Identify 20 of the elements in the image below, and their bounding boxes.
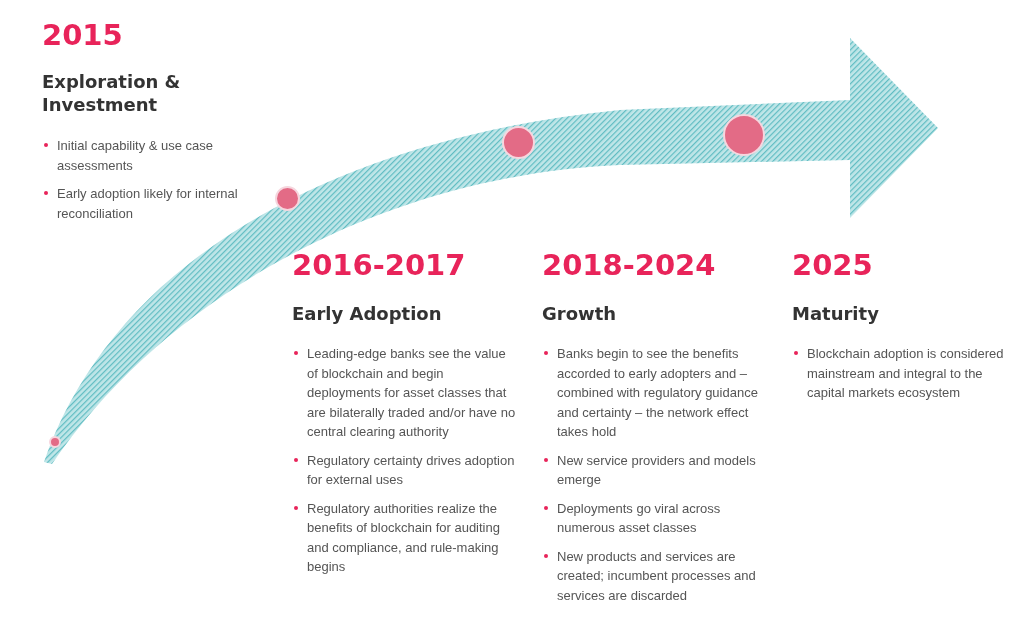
- phase-title: Exploration & Investment: [42, 70, 182, 116]
- bullet-text: Regulatory certainty drives adoption for external uses: [307, 451, 516, 489]
- phase-title: Growth: [542, 302, 617, 325]
- year-heading: 2016-2017: [292, 248, 466, 282]
- year-heading: 2018-2024: [542, 248, 716, 282]
- bullet-text: New products and services are created; incumbent processes and services are discarded: [557, 547, 757, 605]
- year-heading: 2025: [792, 248, 873, 282]
- bullet-text: Blockchain adoption is considered mainstream and integral to the capital markets ecosystem: [807, 345, 1005, 402]
- bullet-text: Deployments go viral across numerous asset classes: [557, 499, 722, 537]
- phase-title: Maturity: [792, 302, 879, 325]
- bullet-text: Early adoption likely for internal reconciliation: [57, 185, 239, 223]
- bullet-text: Regulatory authorities realize the benefits of blockchain for auditing and compliance, and rule-making begins: [307, 499, 501, 576]
- bullet-text: Banks begin to see the benefits accorded to early adopters and – combined with regulatory guidance and certainty – the network effect takes hold: [557, 345, 759, 441]
- timeline-dot: [49, 436, 61, 448]
- timeline-dot: [274, 185, 300, 211]
- year-heading: 2015: [42, 18, 123, 52]
- bullet-text: New service providers and models emerge: [557, 451, 757, 489]
- bullet-text: Initial capability & use case assessments: [57, 137, 215, 175]
- bullet-text: Leading-edge banks see the value of blockchain and begin deployments for asset classes that are bilaterally traded and/or have no central clearing authority: [307, 345, 517, 441]
- phase-title: Early Adoption: [292, 302, 442, 325]
